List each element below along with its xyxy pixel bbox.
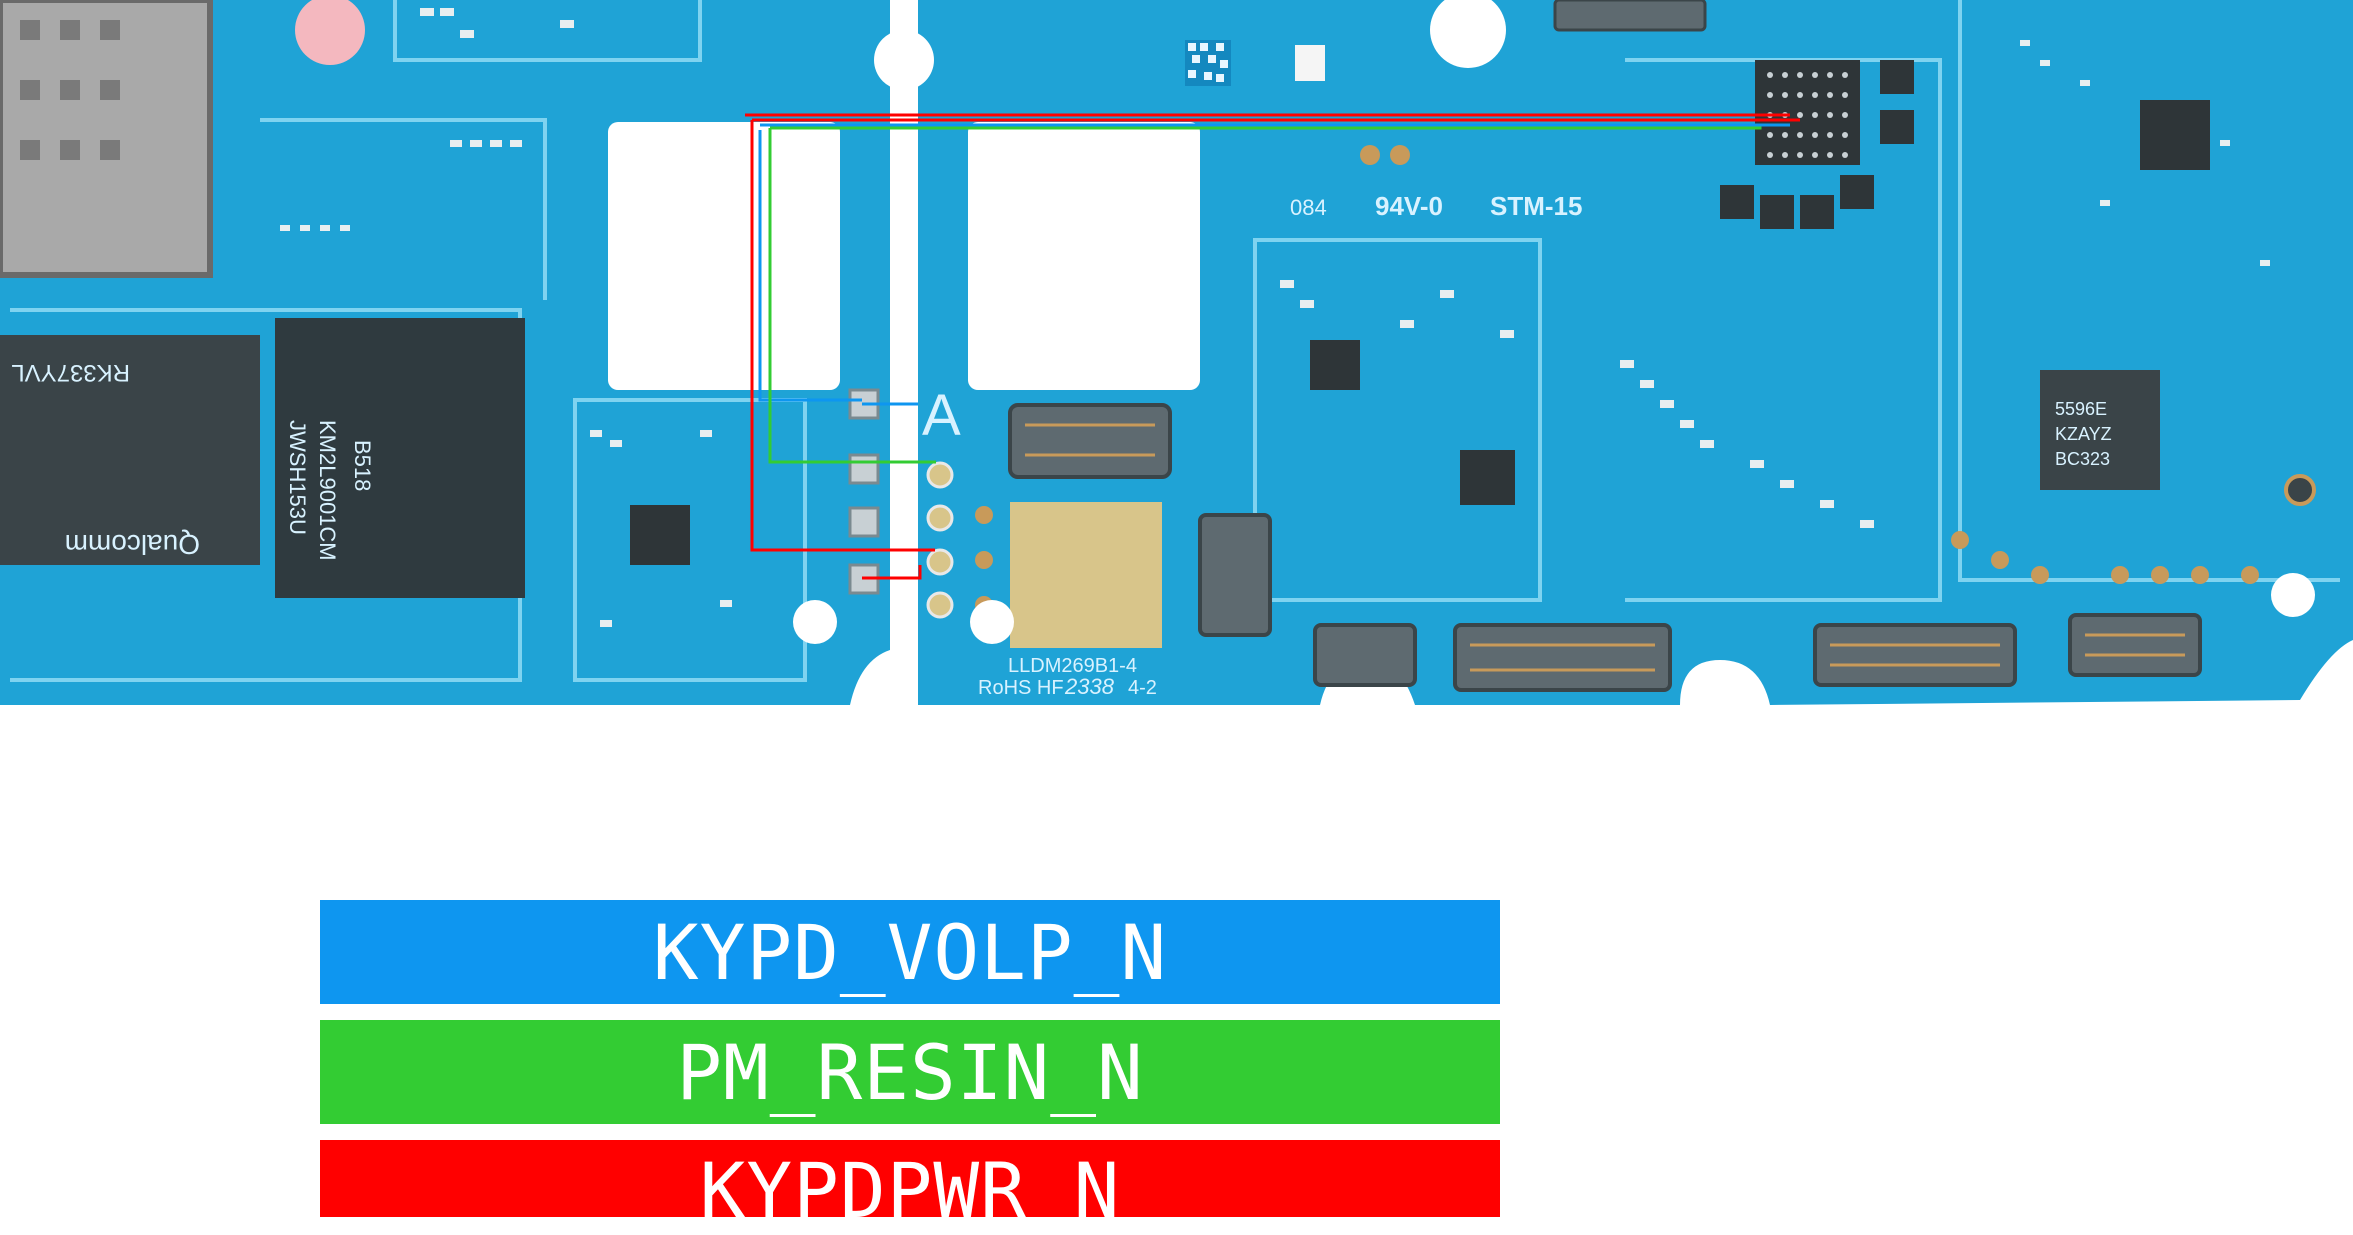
pmic-ic — [2040, 370, 2160, 490]
ufs-ic-text-2: B518 — [350, 440, 375, 491]
legend-kypd-volp-n: KYPD_VOLP_N — [320, 900, 1500, 1004]
board-cutout-left — [608, 122, 840, 390]
silk-marking-main: 084 — [1290, 195, 1327, 220]
connectors — [1008, 0, 2202, 692]
sim-tray — [0, 0, 213, 278]
silk-rev-code: 4-2 — [1128, 677, 1157, 699]
legend-label-kypdpwr-n: KYPDPWR_N — [699, 1146, 1121, 1235]
gold-shield-pad — [1010, 502, 1162, 648]
legend-label-pm-resin-n: PM_RESIN_N — [676, 1027, 1144, 1117]
pcb-board-photo: KM2L9001CM B518 JWSH153U RK337YVL Qualco… — [0, 0, 2353, 705]
ufs-ic-text-3: JWSH153U — [285, 420, 310, 535]
soc-ic — [0, 335, 260, 565]
trace-kypdpwr — [750, 118, 1800, 580]
legend-label-kypd-volp-n: KYPD_VOLP_N — [652, 907, 1168, 997]
pmic-ic-text-3: BC323 — [2055, 449, 2110, 469]
legend-kypdpwr-n: KYPDPWR_N — [320, 1140, 1500, 1235]
legend-pm-resin-n: PM_RESIN_N — [320, 1020, 1500, 1124]
bga-ic-top — [1755, 60, 1860, 165]
ufs-ic-text-1: KM2L9001CM — [315, 420, 340, 561]
board-cutout-right — [968, 122, 1200, 390]
pmic-ic-text-2: KZAYZ — [2055, 424, 2112, 444]
trace-kypd-volp — [758, 130, 918, 406]
soc-ic-text-2: Qualcomm — [65, 529, 200, 560]
silk-marking-rating: 94V-0 — [1375, 191, 1443, 221]
test-point-letter: A — [922, 383, 961, 448]
pmic-ic-text-1: 5596E — [2055, 399, 2107, 419]
silk-model-code: LLDM269B1-4 — [1008, 655, 1137, 677]
datamatrix-code — [1185, 40, 1231, 86]
soc-ic-text-1: RK337YVL — [11, 359, 130, 386]
silk-rohs: RoHS HF — [978, 677, 1064, 699]
silk-date-code: 2338 — [1064, 674, 1115, 699]
ufs-memory-ic — [275, 318, 525, 598]
silk-marking-stm: STM-15 — [1490, 191, 1582, 221]
